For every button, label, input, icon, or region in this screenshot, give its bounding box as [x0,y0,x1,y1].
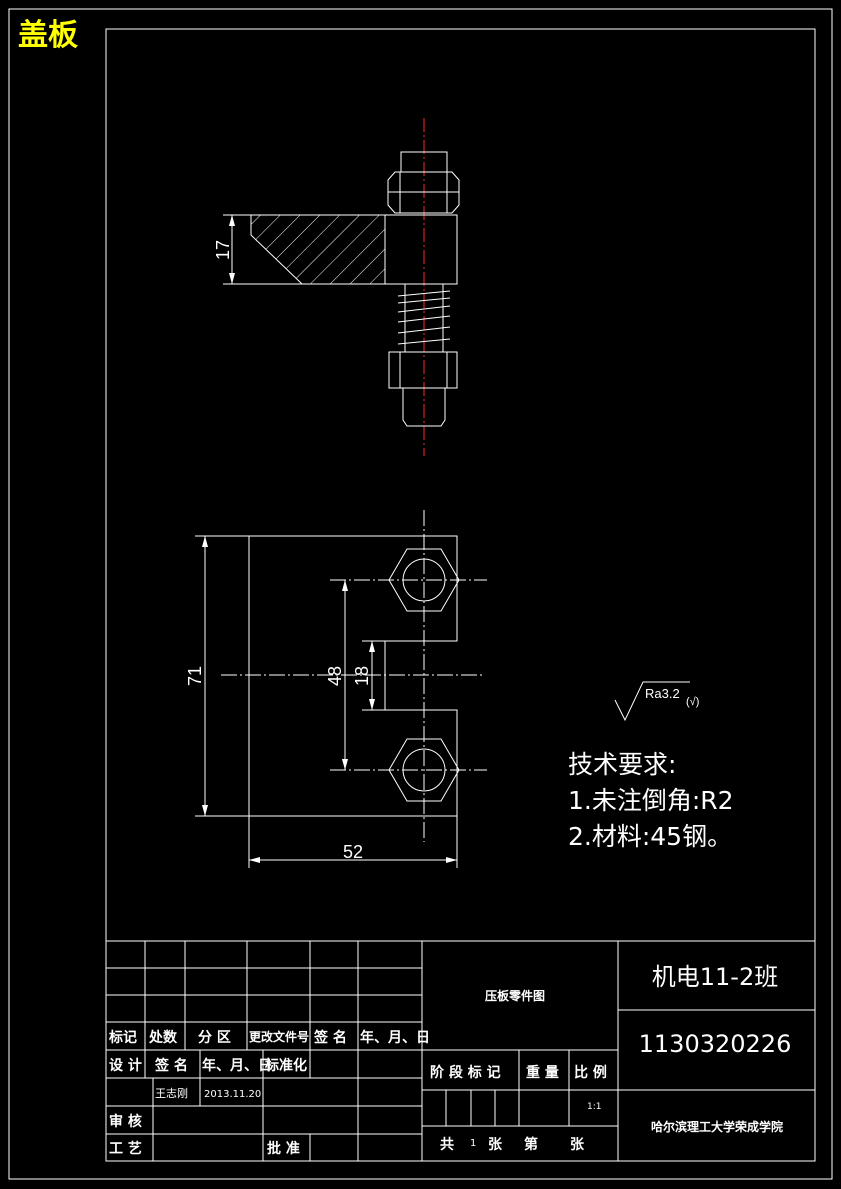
sign-header-sign: 签 名 [154,1057,188,1074]
plate-section-hatched [250,214,386,285]
rev-header-date: 年、月、日 [360,1029,430,1046]
sheet-no-prefix: 第 [524,1136,538,1153]
weight-label: 重 量 [526,1064,559,1081]
dim-height-overall: 71 [185,666,205,686]
dim-width: 52 [343,842,363,862]
sign-header-design: 设 计 [109,1057,142,1074]
rev-header-zone: 分 区 [198,1030,231,1046]
title-block [106,940,815,1161]
scale-value: 1:1 [587,1102,601,1112]
rev-header-count: 处数 [148,1029,178,1046]
outer-border [8,8,833,1180]
sign-header-date: 年、月、日 [202,1057,272,1074]
front-view: 17 [213,118,460,456]
process-label: 工 艺 [109,1140,142,1157]
sheet-total-suffix: 张 [488,1137,503,1153]
surface-finish-ra: Ra3.2 [645,686,680,701]
dim-height-top: 17 [213,240,233,260]
review-label: 审 核 [109,1113,142,1130]
student-id: 1130320226 [639,1030,792,1058]
plate-block [384,214,458,285]
rev-header-docno: 更改文件号 [249,1029,309,1044]
spring [397,284,451,352]
dim-slot-width: 18 [352,666,372,686]
rev-header-sign: 签 名 [313,1029,347,1046]
tech-requirement-2: 2.材料:45钢。 [568,822,732,851]
school-name: 哈尔滨理工大学荣成学院 [651,1119,783,1134]
approve-label: 批 准 [267,1140,300,1157]
surface-finish-suffix: (√) [686,696,699,708]
designer-name: 王志刚 [155,1087,188,1100]
sign-header-standard: 标准化 [264,1057,307,1074]
scale-label: 比 例 [574,1064,607,1081]
sheet-total-value: 1 [470,1138,476,1149]
tech-requirements-heading: 技术要求: [568,750,676,779]
bolt-end [402,388,446,427]
nut-washer [387,171,460,214]
rev-header-mark: 标记 [108,1029,137,1046]
lower-nut [388,351,458,389]
sheet-title: 盖板 [18,18,78,53]
surface-finish-symbol: Ra3.2 (√) [614,681,699,722]
inner-frame [105,28,816,1162]
stage-label: 阶 段 标 记 [430,1064,501,1081]
class-name: 机电11-2班 [652,963,778,991]
sheet-total-prefix: 共 [440,1136,454,1153]
plan-view: 71 48 18 52 [185,510,487,868]
tech-requirement-1: 1.未注倒角:R2 [568,786,734,815]
design-date: 2013.11.20 [204,1089,261,1100]
dim-hole-spacing: 48 [325,666,345,686]
drawing-name: 压板零件图 [485,988,545,1003]
sheet-no-suffix: 张 [570,1137,585,1153]
